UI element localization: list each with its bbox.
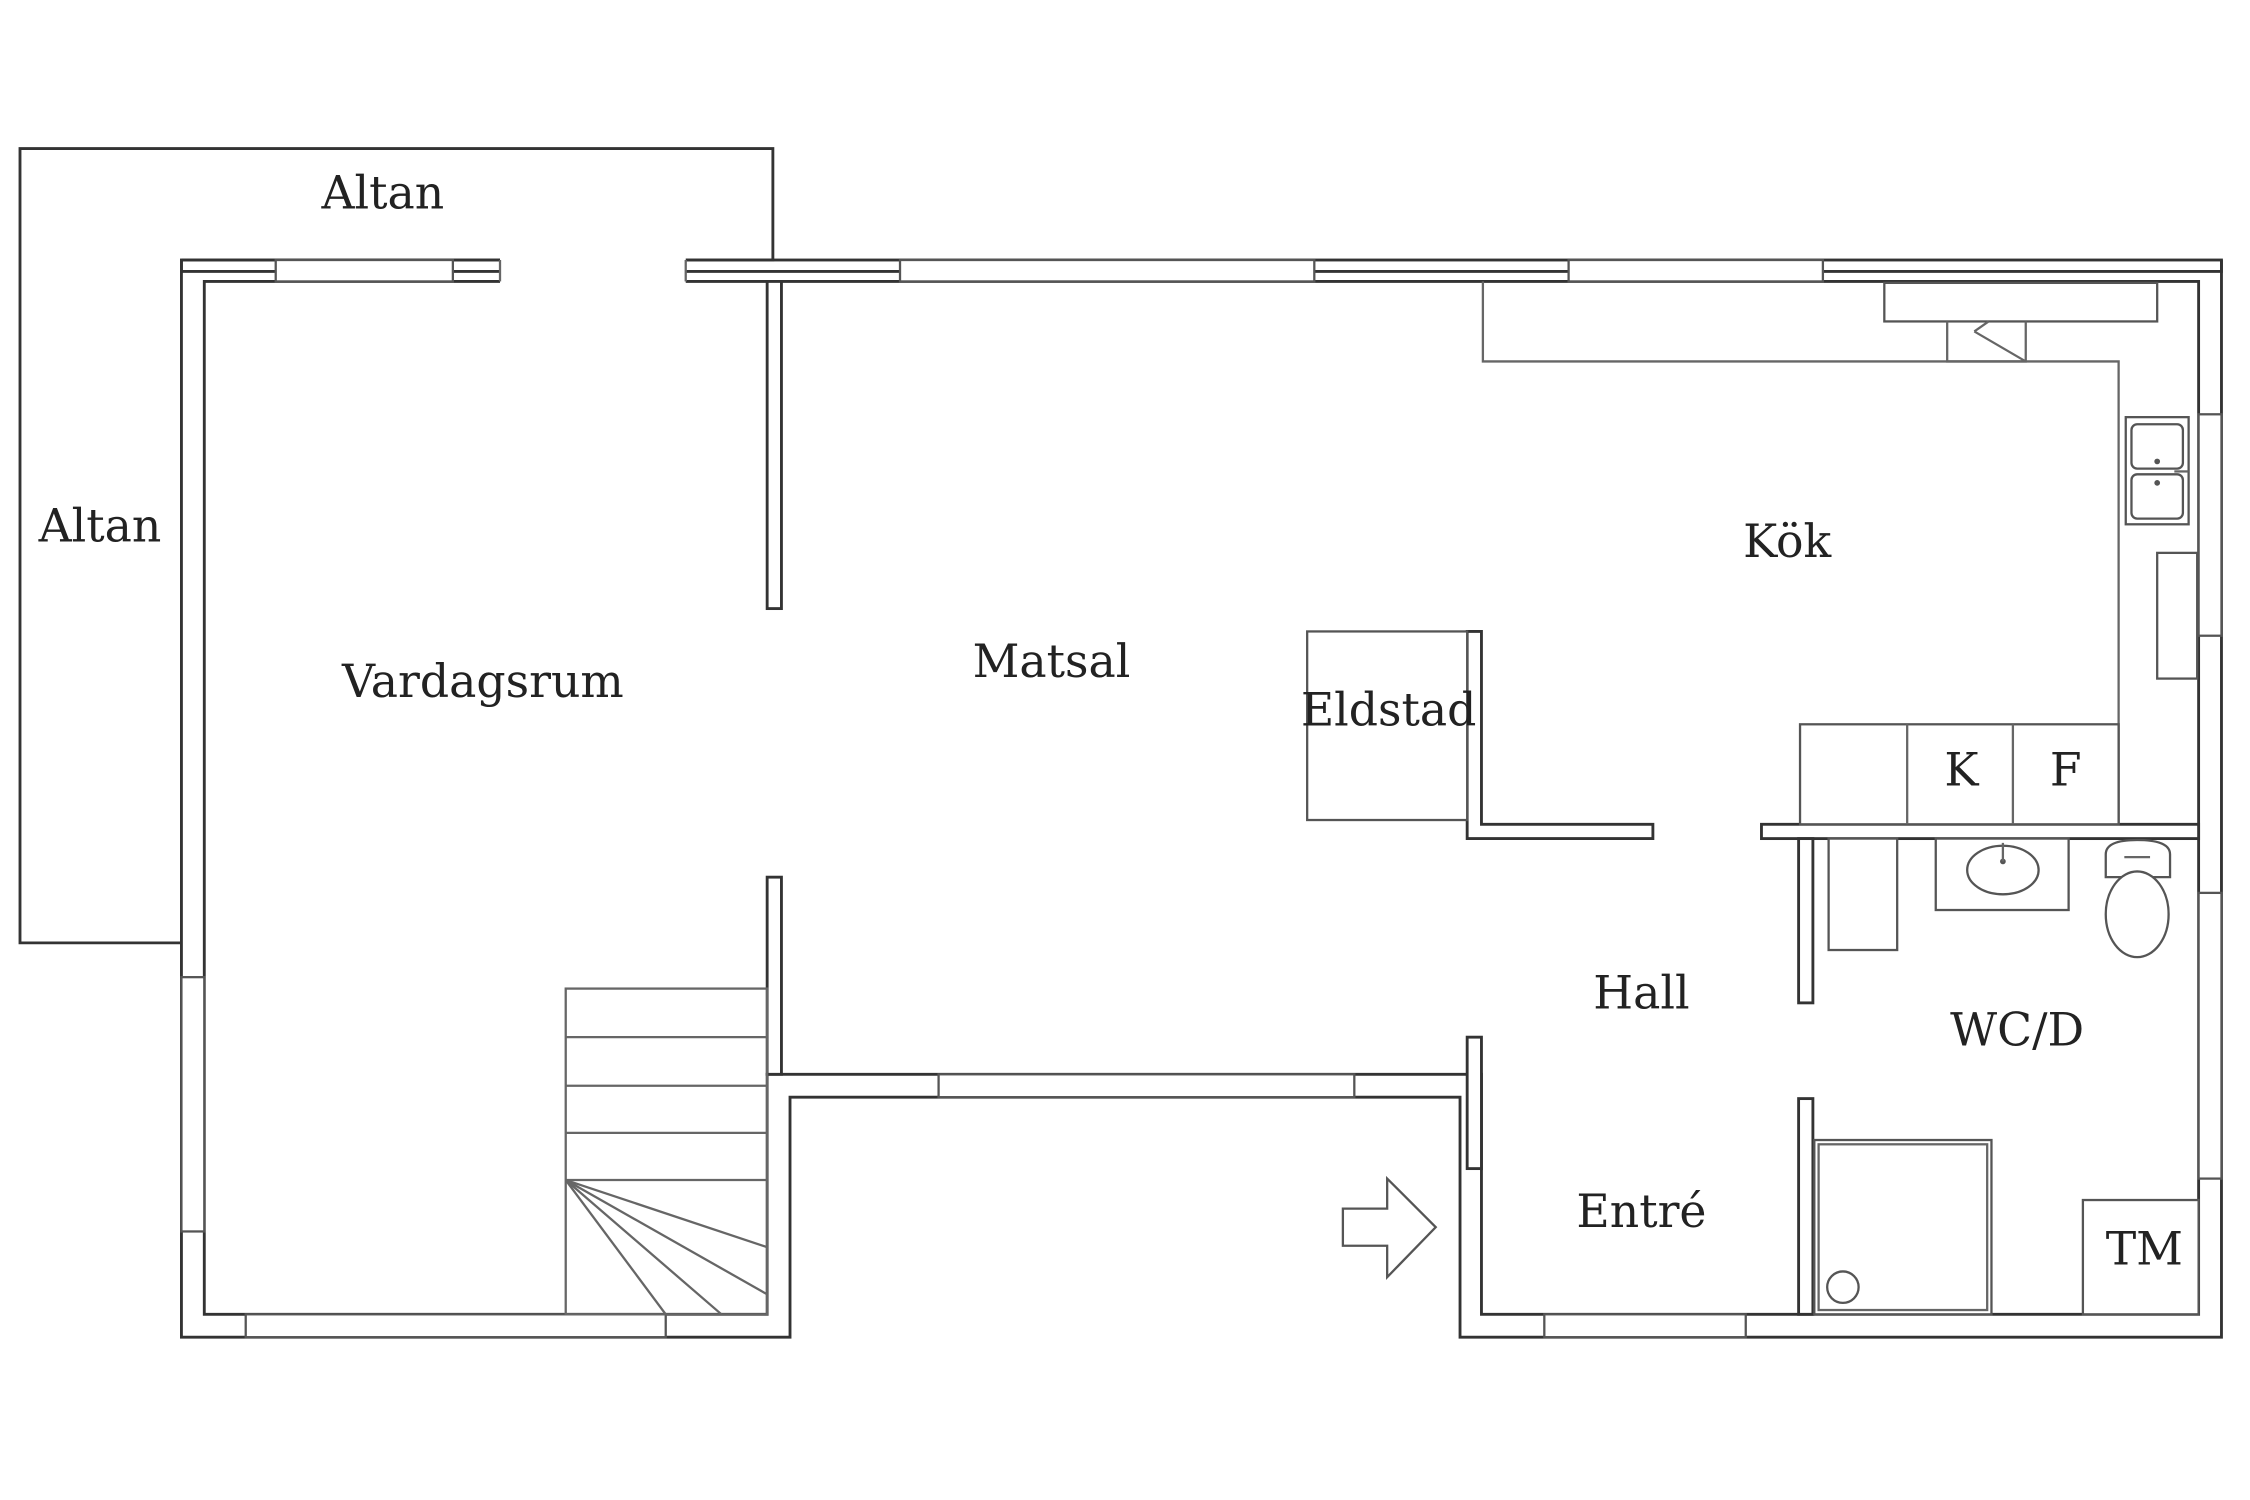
room-label-kok: Kök bbox=[1743, 515, 1831, 568]
door-opening bbox=[500, 257, 686, 286]
room-label-vardagsrum: Vardagsrum bbox=[341, 655, 624, 708]
appliance-label-kyl: K bbox=[1944, 744, 1979, 797]
entrance-arrow-icon bbox=[1341, 1175, 1438, 1280]
room-label-tm: TM bbox=[2106, 1222, 2183, 1275]
room-label-matsal: Matsal bbox=[973, 635, 1131, 688]
appliance-label-frys: F bbox=[2050, 744, 2082, 797]
windows bbox=[180, 258, 2223, 1339]
staircase bbox=[564, 987, 769, 1316]
kitchen-counters bbox=[1481, 281, 2199, 826]
room-label-altan-top: Altan bbox=[321, 167, 445, 220]
room-label-hall: Hall bbox=[1593, 967, 1689, 1020]
room-label-entre: Entré bbox=[1576, 1185, 1706, 1238]
fireplace bbox=[1306, 630, 1469, 822]
interior-walls bbox=[765, 280, 2201, 1316]
kitchen-sink bbox=[2124, 416, 2190, 526]
room-label-wcd: WC/D bbox=[1950, 1004, 2084, 1057]
room-label-eldstad: Eldstad bbox=[1301, 684, 1477, 737]
room-label-altan-left: Altan bbox=[38, 499, 162, 552]
bathroom-fixtures bbox=[1813, 837, 2200, 1316]
